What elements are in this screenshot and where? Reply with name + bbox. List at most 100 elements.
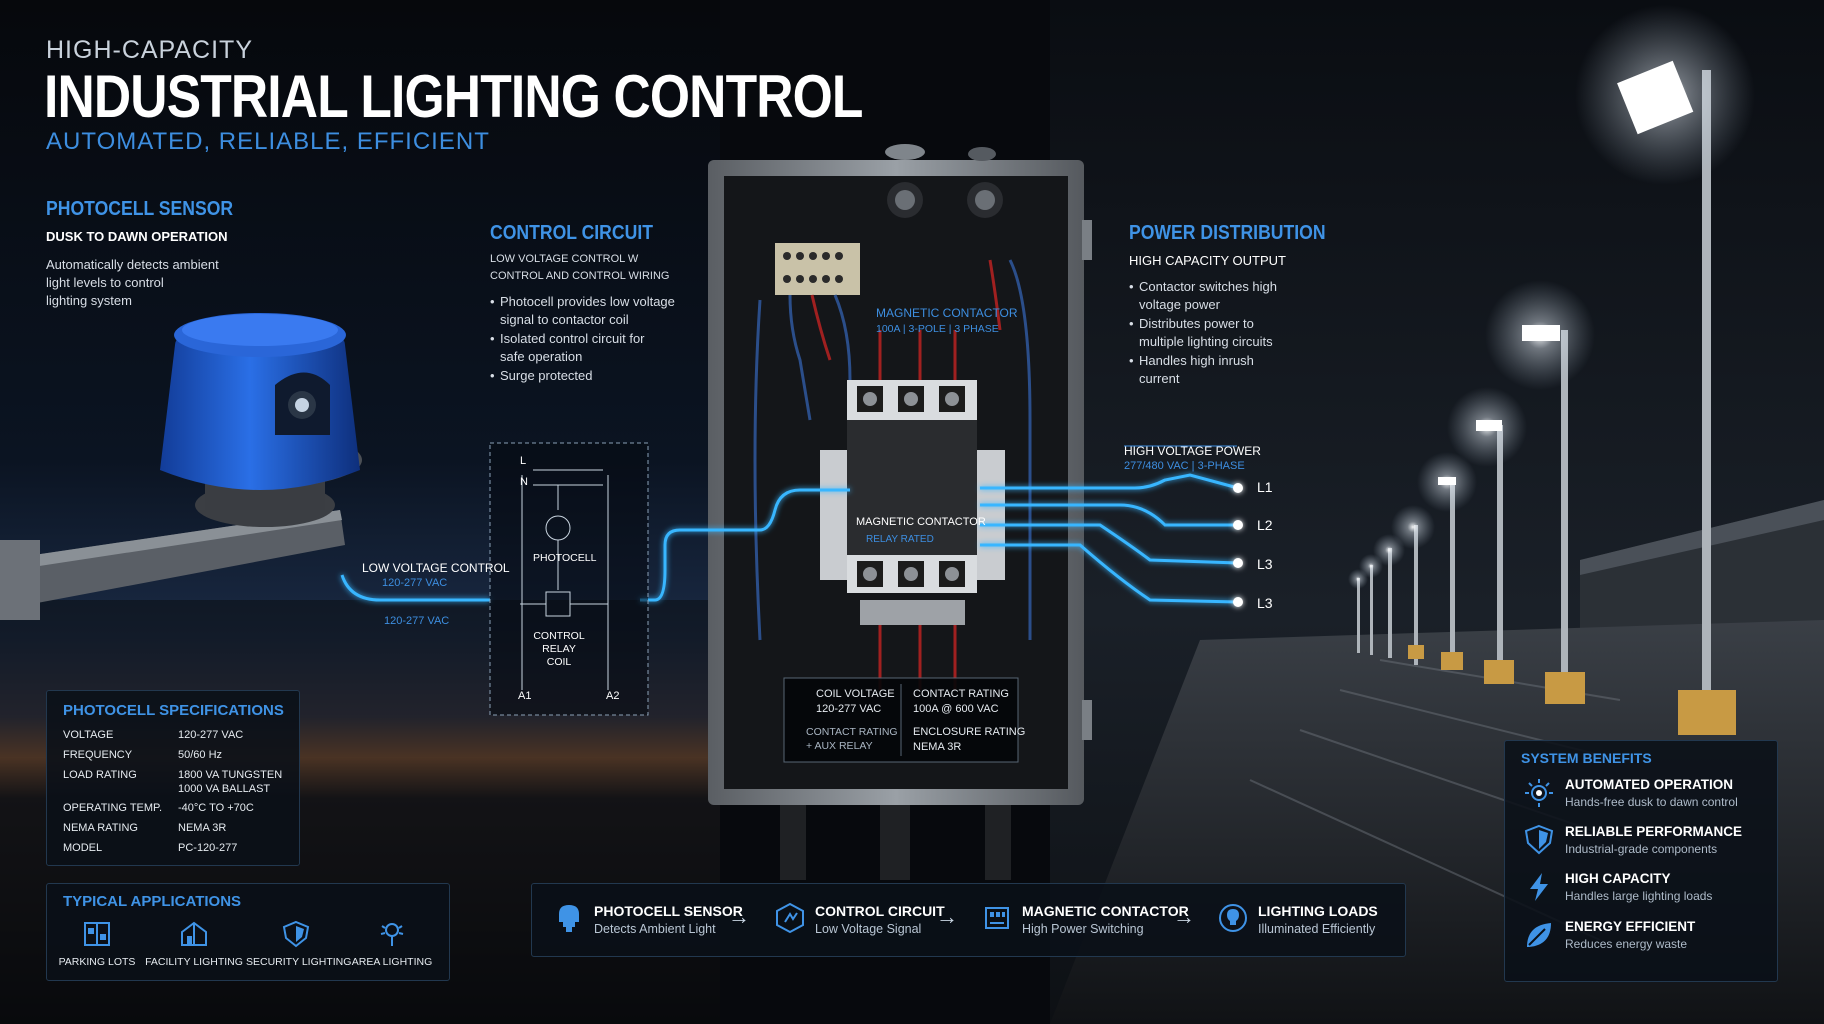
benefit-title: HIGH CAPACITY: [1565, 871, 1671, 886]
parking-lot-icon: [84, 922, 110, 946]
benefit-sub: Industrial-grade components: [1565, 842, 1718, 856]
flow-step-title: LIGHTING LOADS: [1258, 903, 1378, 919]
control-circuit-title: CONTROL CIRCUIT: [490, 222, 653, 244]
benefit-title: AUTOMATED OPERATION: [1565, 777, 1733, 792]
shield-icon: [282, 920, 310, 948]
flow-arrow-icon: →: [1173, 904, 1195, 929]
sun-icon: [1525, 779, 1553, 807]
high-voltage-value: 277/480 VAC | 3-PHASE: [1124, 460, 1245, 472]
benefit-title: RELIABLE PERFORMANCE: [1565, 824, 1743, 839]
line-l3b-label: L3: [1257, 595, 1273, 611]
application-item: AREA LIGHTING: [342, 920, 442, 968]
spec-value: -40°C TO +70C: [178, 802, 254, 814]
photocell-sensor-line: lighting system: [46, 293, 132, 308]
photocell-sensor-line: light levels to control: [46, 275, 164, 290]
shield-check-icon: [1524, 824, 1554, 855]
flow-step-title: CONTROL CIRCUIT: [815, 903, 945, 919]
application-label: AREA LIGHTING: [351, 956, 433, 968]
spec-value: 1800 VA TUNGSTEN: [178, 769, 283, 781]
flow-step-title: MAGNETIC CONTACTOR: [1022, 903, 1189, 919]
photocell-sensor-section: PHOTOCELL SENSOR DUSK TO DAWN OPERATION …: [46, 198, 286, 310]
facility-icon: [181, 921, 207, 946]
application-label: SECURITY LIGHTING: [246, 956, 352, 968]
application-item: FACILITY LIGHTING: [144, 920, 244, 968]
lightning-icon: [1530, 873, 1548, 901]
power-distribution-title: POWER DISTRIBUTION: [1129, 222, 1326, 244]
page-subtitle: AUTOMATED, RELIABLE, EFFICIENT: [46, 128, 490, 155]
benefit-sub: Reduces energy waste: [1565, 937, 1688, 951]
spec-value: 50/60 Hz: [178, 749, 223, 761]
schematic-n-label: N: [520, 476, 528, 488]
control-circuit-subtitle: CONTROL AND CONTROL WIRING: [490, 270, 670, 282]
contactor-center-sub: RELAY RATED: [866, 534, 934, 545]
page-title: INDUSTRIAL LIGHTING CONTROL: [44, 63, 863, 130]
schematic-l-label: L: [520, 455, 527, 467]
contactor-icon: [985, 907, 1009, 929]
power-distribution-section: POWER DISTRIBUTION HIGH CAPACITY OUTPUT …: [1129, 222, 1349, 389]
bulb-icon: [1219, 904, 1247, 932]
spec-label: LOAD RATING: [63, 769, 137, 781]
photocell-sensor-subtitle: DUSK TO DAWN OPERATION: [46, 229, 228, 244]
flow-step-sub: Detects Ambient Light: [594, 922, 716, 936]
photocell-icon: [559, 905, 579, 932]
benefit-sub: Handles large lighting loads: [1565, 889, 1713, 903]
application-label: FACILITY LIGHTING: [145, 956, 243, 968]
control-circuit-subtitle: LOW VOLTAGE CONTROL W: [490, 253, 639, 265]
spec-value: 120-277 VAC: [178, 729, 244, 741]
circuit-icon: [776, 902, 804, 934]
photocell-sensor-title: PHOTOCELL SENSOR: [46, 198, 234, 220]
flow-step-sub: High Power Switching: [1022, 922, 1144, 936]
benefit-sub: Hands-free dusk to dawn control: [1565, 795, 1738, 809]
schematic-a2-label: A2: [606, 690, 620, 702]
low-voltage-value: 120-277 VAC: [382, 577, 448, 589]
leaf-icon: [1527, 923, 1551, 947]
enclosure-rating: ENCLOSURE RATING NEMA 3R: [913, 726, 1026, 753]
line-l1-label: L1: [1257, 479, 1273, 495]
header-kicker: HIGH-CAPACITY: [46, 36, 253, 64]
low-voltage-value-secondary: 120-277 VAC: [384, 615, 450, 627]
flow-step-sub: Illuminated Efficiently: [1258, 922, 1376, 936]
system-benefits-panel: SYSTEM BENEFITS AUTOMATED OPERATION Hand…: [1504, 740, 1778, 982]
spec-label: MODEL: [63, 842, 103, 854]
application-label: PARKING LOTS: [58, 956, 136, 968]
line-l3-label: L3: [1257, 556, 1273, 572]
aux-rating: CONTACT RATING + AUX RELAY: [806, 726, 898, 752]
line-l2-label: L2: [1257, 517, 1273, 533]
coil-voltage-rating: COIL VOLTAGE 120-277 VAC: [816, 688, 895, 715]
benefits-title: SYSTEM BENEFITS: [1521, 750, 1652, 766]
spec-label: OPERATING TEMP.: [63, 802, 163, 814]
area-light-icon: [380, 923, 404, 946]
spec-value: NEMA 3R: [178, 822, 227, 834]
low-voltage-label: LOW VOLTAGE CONTROL: [362, 561, 510, 575]
flow-arrow-icon: →: [728, 904, 750, 929]
flow-step-title: PHOTOCELL SENSOR: [594, 903, 743, 919]
high-voltage-label: HIGH VOLTAGE POWER: [1124, 444, 1261, 458]
flow-step-sub: Low Voltage Signal: [815, 922, 922, 936]
spec-label: NEMA RATING: [63, 822, 138, 834]
photocell-sensor-line: Automatically detects ambient: [46, 257, 219, 272]
contactor-top-sub: 100A | 3-POLE | 3 PHASE: [876, 323, 999, 335]
typical-applications-panel: TYPICAL APPLICATIONS PARKING LOTS FACILI…: [46, 883, 450, 981]
spec-value: 1000 VA BALLAST: [178, 783, 271, 795]
contactor-top-label: MAGNETIC CONTACTOR: [876, 306, 1018, 320]
spec-value: PC-120-277: [178, 842, 238, 854]
system-flow-bar: PHOTOCELL SENSOR Detects Ambient Light →…: [531, 883, 1406, 957]
contactor-center-label: MAGNETIC CONTACTOR: [856, 516, 986, 528]
power-distribution-subtitle: HIGH CAPACITY OUTPUT: [1129, 253, 1286, 268]
photocell-specs-panel: PHOTOCELL SPECIFICATIONS VOLTAGE 120-277…: [46, 690, 300, 866]
spec-label: FREQUENCY: [63, 749, 133, 761]
application-item: SECURITY LIGHTING: [246, 920, 352, 968]
control-circuit-bullet: Surge protected: [490, 367, 700, 385]
schematic-relay-label: CONTROL RELAY COIL: [533, 630, 585, 668]
photocell-specs-title: PHOTOCELL SPECIFICATIONS: [63, 702, 284, 719]
contact-rating: CONTACT RATING 100A @ 600 VAC: [913, 688, 1009, 715]
application-item: PARKING LOTS: [47, 920, 147, 968]
schematic-a1-label: A1: [518, 690, 532, 702]
spec-label: VOLTAGE: [63, 729, 114, 741]
schematic-photocell-label: PHOTOCELL: [533, 552, 597, 564]
